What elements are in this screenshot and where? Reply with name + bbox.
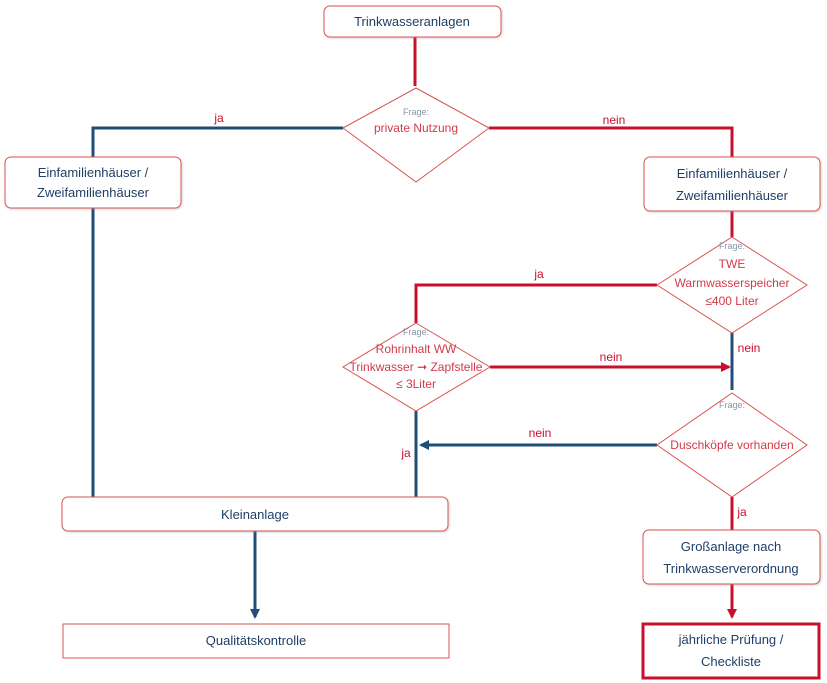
node-qualitaet-label: Qualitätskontrolle [206,633,306,648]
edge-label-private-yes: ja [213,111,224,125]
node-pruefung-line2: Checkliste [701,654,761,669]
edge-label-rohr-no: nein [600,350,623,364]
node-efh-left: Einfamilienhäuser / Zweifamilienhäuser [4,156,182,209]
node-qualitaetskontrolle: Qualitätskontrolle [62,623,450,659]
decision-dusch-text: Duschköpfe vorhanden [670,438,793,452]
node-jaehrliche-pruefung: jährliche Prüfung / Checkliste [641,622,821,680]
edge-private-yes [91,126,343,157]
node-efh-left-line1: Einfamilienhäuser / [38,165,149,180]
edge-label-dusch-no: nein [529,426,552,440]
node-efh-right-line2: Zweifamilienhäuser [676,188,789,203]
decision-rohr-line2: Trinkwasser ➞ Zapfstelle [350,360,483,374]
decision-rohr-label: Frage: [403,327,429,337]
edge-label-dusch-yes: ja [736,505,747,519]
decision-twe-label: Frage: [719,241,745,251]
decision-rohrinhalt: Frage: Rohrinhalt WW Trinkwasser ➞ Zapfs… [342,322,491,412]
decision-private-nutzung: Frage: private Nutzung [342,87,490,183]
edge-label-rohr-yes: ja [400,446,411,460]
node-efh-left-line2: Zweifamilienhäuser [37,185,150,200]
node-efh-right: Einfamilienhäuser / Zweifamilienhäuser [643,156,821,212]
edge-private-no [489,126,734,157]
edge-label-private-no: nein [603,113,626,127]
decision-twe-line2: Warmwasserspeicher [675,276,790,290]
node-trinkwasseranlagen-label: Trinkwasseranlagen [354,14,470,29]
decision-twe-speicher: Frage: TWE Warmwasserspeicher ≤400 Liter [656,236,808,334]
decision-duschkoepfe: Frage: Duschköpfe vorhanden [656,392,808,498]
decision-rohr-line1: Rohrinhalt WW [376,342,457,356]
node-kleinanlage-label: Kleinanlage [221,507,289,522]
decision-twe-line3: ≤400 Liter [705,294,758,308]
decision-private-label: Frage: [403,107,429,117]
edge-label-twe-no: nein [738,341,761,355]
node-kleinanlage: Kleinanlage [61,496,449,532]
node-trinkwasseranlagen: Trinkwasseranlagen [323,5,502,38]
decision-twe-line1: TWE [719,257,746,271]
node-grossanlage: Großanlage nach Trinkwasserverordnung [642,529,821,585]
node-grossanlage-line2: Trinkwasserverordnung [663,561,798,576]
decision-rohr-line3: ≤ 3Liter [396,377,436,391]
edge-label-twe-yes: ja [533,267,544,281]
edge-twe-yes [414,283,657,323]
decision-dusch-label: Frage: [719,400,745,410]
node-pruefung-line1: jährliche Prüfung / [678,632,784,647]
node-efh-right-line1: Einfamilienhäuser / [677,166,788,181]
decision-private-text: private Nutzung [374,121,458,135]
node-grossanlage-line1: Großanlage nach [681,539,781,554]
